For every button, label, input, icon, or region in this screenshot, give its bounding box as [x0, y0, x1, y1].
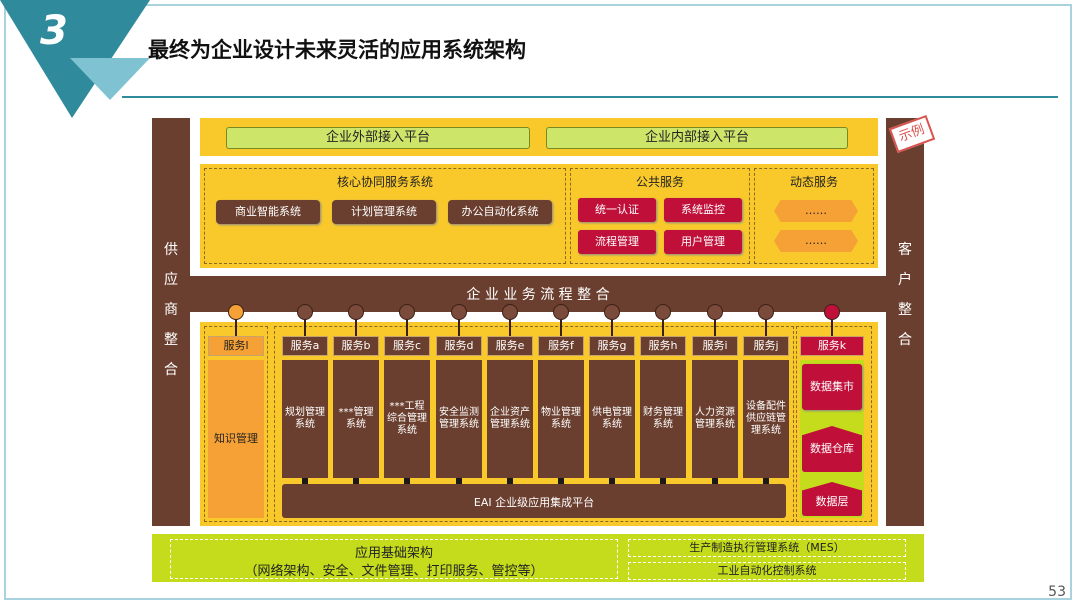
service-node — [553, 304, 569, 320]
customer-integration-label: 客户整合 — [898, 242, 912, 348]
service-label: 服务e — [487, 336, 533, 356]
service-node — [297, 304, 313, 320]
service-label: 服务a — [282, 336, 328, 356]
service-label: 服务i — [692, 336, 738, 356]
slide-number-badge — [0, 0, 150, 118]
process-management: 流程管理 — [578, 230, 656, 254]
slide-frame — [4, 4, 1072, 600]
service-connector — [714, 312, 716, 336]
business-services-group — [274, 326, 794, 522]
process-integration-label: 企 业 业 务 流 程 整 合 — [466, 287, 610, 303]
industrial-automation: 工业自动化控制系统 — [628, 562, 906, 580]
service-node — [348, 304, 364, 320]
service-connector — [458, 312, 460, 336]
dynamic-services-title: 动态服务 — [789, 175, 838, 189]
slide-title: 最终为企业设计未来灵活的应用系统架构 — [148, 38, 526, 62]
eai-link — [660, 478, 666, 484]
data-services-group — [796, 326, 872, 522]
infrastructure-box — [170, 539, 618, 579]
service-connector — [355, 312, 357, 336]
service-system: 规划管理系统 — [282, 360, 328, 478]
service-connector — [304, 312, 306, 336]
service-node — [604, 304, 620, 320]
dynamic-services-group — [754, 168, 874, 264]
dynamic-service-2: …… — [774, 230, 858, 252]
infrastructure-row — [152, 534, 924, 582]
planning-system: 计划管理系统 — [332, 200, 436, 224]
service-system: 供电管理系统 — [589, 360, 635, 478]
eai-link — [507, 478, 513, 484]
service-label: 服务b — [333, 336, 379, 356]
core-services-title: 核心协同服务系统 — [336, 175, 433, 189]
service-node — [502, 304, 518, 320]
service-node — [655, 304, 671, 320]
service-label: 服务h — [640, 336, 686, 356]
infrastructure-title: 应用基础架构 — [354, 546, 433, 561]
eai-link — [558, 478, 564, 484]
data-node — [824, 304, 840, 320]
oa-system: 办公自动化系统 — [448, 200, 552, 224]
eai-link — [353, 478, 359, 484]
service-system: 安全监测管理系统 — [436, 360, 482, 478]
service-connector — [662, 312, 664, 336]
service-node — [707, 304, 723, 320]
service-system: ***管理系统 — [333, 360, 379, 478]
service-connector — [765, 312, 767, 336]
service-k-label: 服务k — [800, 336, 864, 356]
knowledge-management: 知识管理 — [208, 360, 264, 518]
service-connector — [406, 312, 408, 336]
service-system: 企业资产管理系统 — [487, 360, 533, 478]
supplier-integration-bar — [152, 118, 190, 526]
eai-link — [609, 478, 615, 484]
eai-link — [712, 478, 718, 484]
service-label: 服务g — [589, 336, 635, 356]
eai-link — [763, 478, 769, 484]
service-system: 人力资源管理系统 — [692, 360, 738, 478]
knowledge-node — [228, 304, 244, 320]
supplier-integration-label: 供应商整合 — [164, 242, 178, 378]
service-node — [399, 304, 415, 320]
slide-number: 3 — [40, 8, 68, 54]
service-label: 服务c — [384, 336, 430, 356]
service-system: 财务管理系统 — [640, 360, 686, 478]
service-label: 服务f — [538, 336, 584, 356]
eai-link — [404, 478, 410, 484]
page-number: 53 — [1048, 584, 1066, 600]
unified-auth: 统一认证 — [578, 198, 656, 222]
service-l-label: 服务l — [208, 336, 264, 356]
external-access-platform: 企业外部接入平台 — [226, 127, 530, 149]
mes-system: 生产制造执行管理系统（MES） — [628, 539, 906, 557]
internal-access-platform: 企业内部接入平台 — [546, 127, 848, 149]
service-label: 服务d — [436, 336, 482, 356]
service-system: 物业管理系统 — [538, 360, 584, 478]
customer-integration-bar — [886, 118, 924, 526]
bi-system: 商业智能系统 — [216, 200, 320, 224]
core-services-group — [204, 168, 566, 264]
knowledge-connector — [235, 312, 237, 336]
service-connector — [509, 312, 511, 336]
system-monitoring: 系统监控 — [664, 198, 742, 222]
public-services-title: 公共服务 — [635, 175, 684, 189]
service-connector — [560, 312, 562, 336]
service-system: ***工程综合管理系统 — [384, 360, 430, 478]
data-mart: 数据集市 — [802, 364, 862, 410]
eai-link — [456, 478, 462, 484]
service-connector — [611, 312, 613, 336]
service-node — [758, 304, 774, 320]
infrastructure-subtitle: （网络架构、安全、文件管理、打印服务、管控等） — [244, 564, 544, 579]
service-label: 服务j — [743, 336, 789, 356]
service-node — [451, 304, 467, 320]
service-system: 设备配件供应链管理系统 — [743, 360, 789, 478]
data-warehouse: 数据仓库 — [802, 426, 862, 472]
eai-platform-label: EAI 企业级应用集成平台 — [473, 496, 595, 509]
user-management: 用户管理 — [664, 230, 742, 254]
title-divider — [122, 96, 1058, 98]
eai-link — [302, 478, 308, 484]
dynamic-service-1: …… — [774, 200, 858, 222]
eai-platform — [282, 484, 786, 518]
public-services-group — [570, 168, 750, 264]
data-connector — [831, 312, 833, 336]
